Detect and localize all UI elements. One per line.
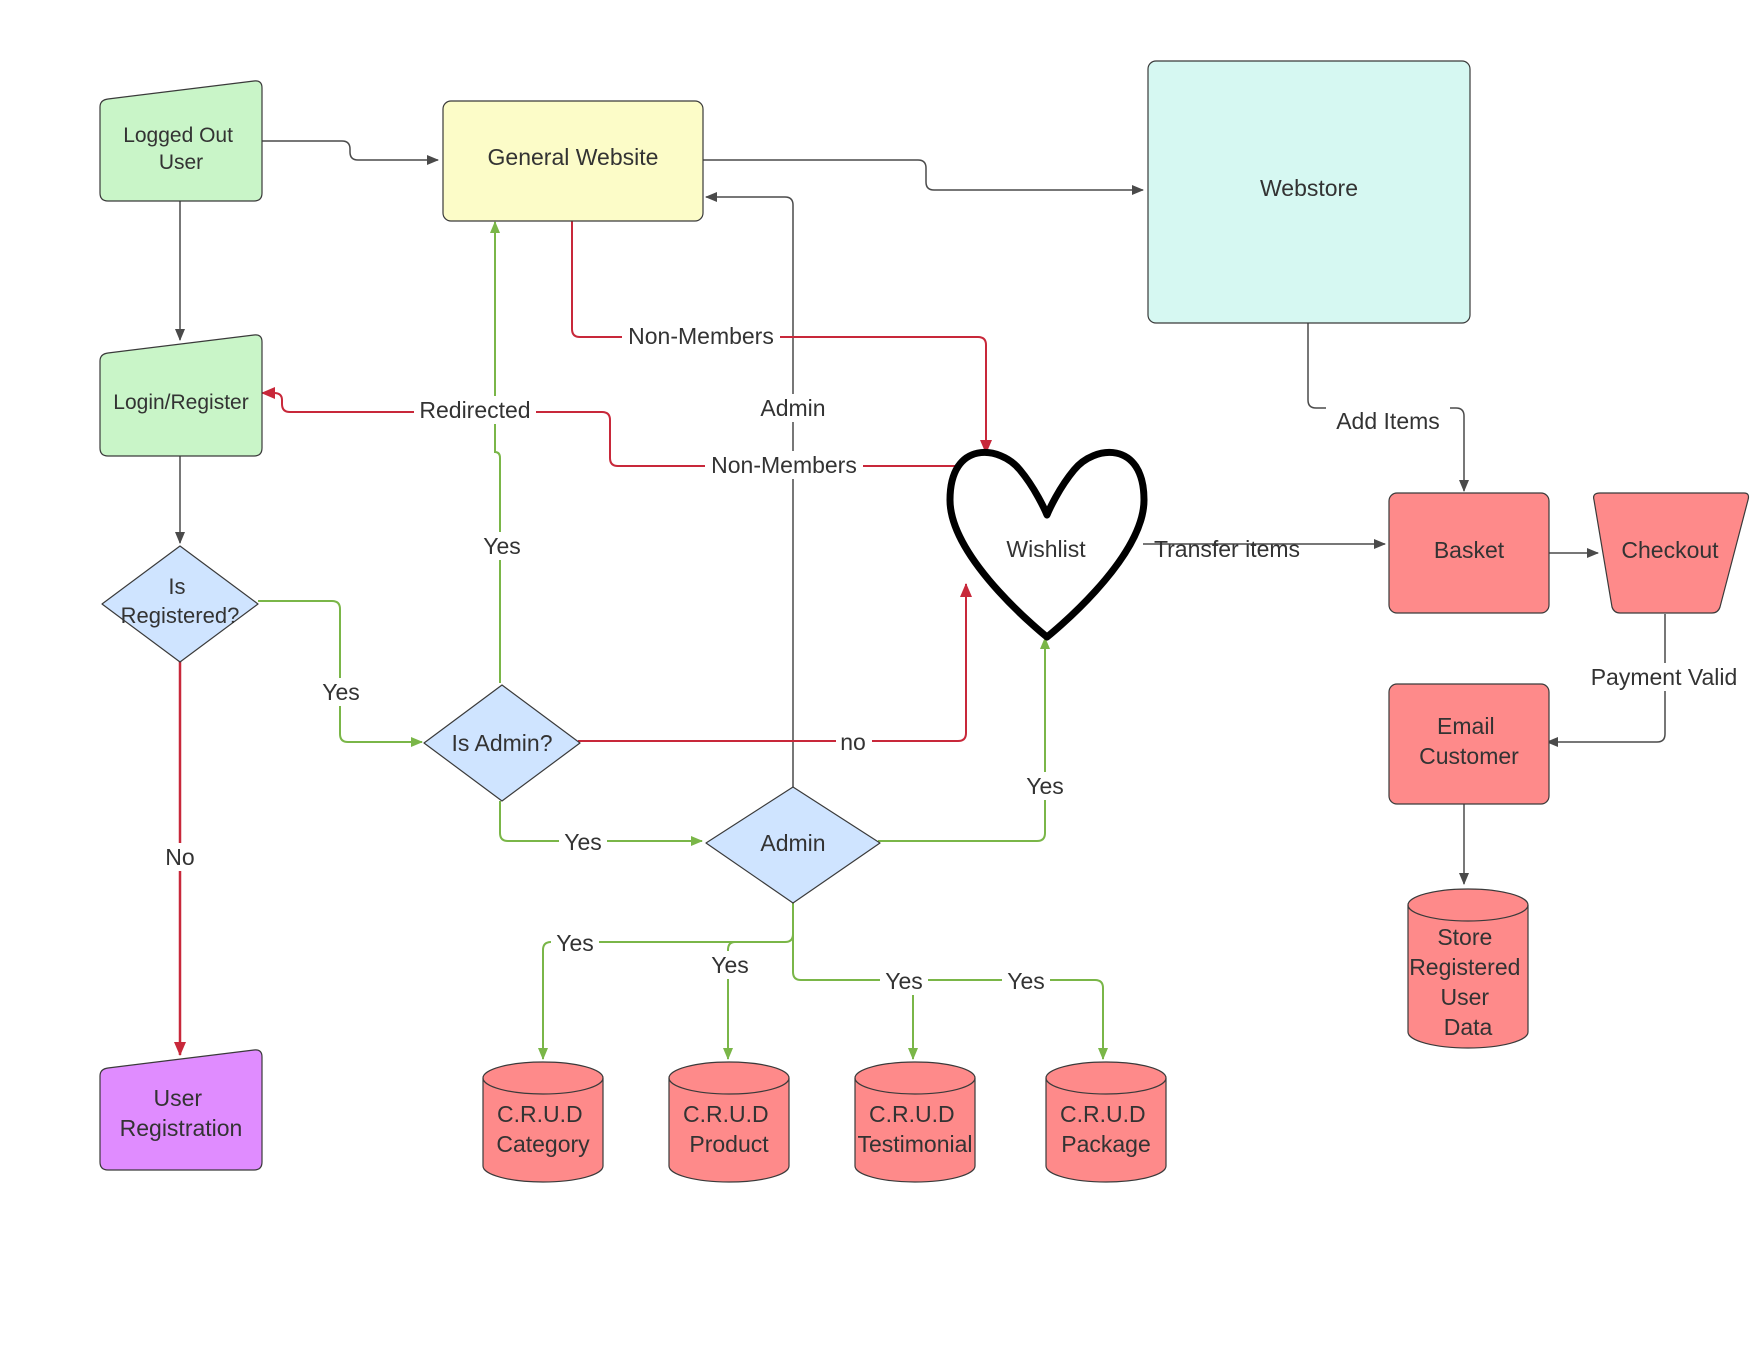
node-labels: Logged Out User General Website Webstore… <box>113 124 1719 1157</box>
edge-label-redirected: Redirected <box>419 397 530 423</box>
edge-label-no-admin: no <box>840 729 866 755</box>
edge-website-to-webstore <box>703 159 1144 195</box>
label-wishlist: Wishlist <box>1006 536 1086 562</box>
node-webstore[interactable] <box>1147 60 1471 324</box>
label-admin: Admin <box>760 830 825 856</box>
edge-label-admin-up: Admin <box>760 395 825 421</box>
edge-label-yes-registered: Yes <box>322 679 360 705</box>
node-crud-category[interactable] <box>482 1061 604 1183</box>
node-basket[interactable] <box>1388 492 1550 614</box>
edge-label-add-items: Add Items <box>1336 408 1440 434</box>
edge-admin-to-wishlist <box>878 637 1050 842</box>
node-general-website[interactable] <box>442 100 704 222</box>
edge-label-transfer-items: Transfer items <box>1154 536 1300 562</box>
edge-label-yes-testimonial: Yes <box>885 968 923 994</box>
edge-admin-to-crud-product <box>723 941 736 1060</box>
label-general-website: General Website <box>488 144 659 170</box>
node-crud-testimonial[interactable] <box>854 1061 976 1183</box>
label-basket: Basket <box>1434 537 1505 563</box>
label-user-registration: User Registration <box>120 1085 243 1141</box>
label-login-register: Login/Register <box>113 391 248 414</box>
node-logged-out-user[interactable] <box>99 80 263 202</box>
label-email-customer: Email Customer <box>1419 713 1519 769</box>
label-is-registered: Is Registered? <box>121 574 240 628</box>
edge-label-yes-product: Yes <box>711 952 749 978</box>
label-store-registered: Store Registered User Data <box>1409 924 1527 1040</box>
edge-label-yes-up: Yes <box>483 533 521 559</box>
edge-label-non-members-top: Non-Members <box>628 323 774 349</box>
label-is-admin: Is Admin? <box>452 730 553 756</box>
edge-label-yes-wishlist: Yes <box>1026 773 1064 799</box>
node-login-register[interactable] <box>99 334 263 457</box>
edge-admin-to-website <box>705 192 794 787</box>
edge-isadmin-to-website <box>490 221 501 683</box>
nodes <box>99 60 1750 1183</box>
edge-label-yes-package: Yes <box>1007 968 1045 994</box>
node-is-admin[interactable] <box>423 684 581 802</box>
label-webstore: Webstore <box>1260 175 1358 201</box>
edge-checkout-to-email <box>1546 614 1666 747</box>
edge-admin-to-crud-package <box>905 979 1108 1060</box>
label-logged-out-user: Logged Out User <box>123 124 239 174</box>
label-crud-product: C.R.U.D Product <box>683 1101 775 1157</box>
edge-labels: Non-Members Redirected Non-Members Admin… <box>160 322 1740 995</box>
edge-isadmin-to-wishlist <box>578 583 972 742</box>
edge-label-payment-valid: Payment Valid <box>1591 664 1738 690</box>
node-admin[interactable] <box>705 786 881 904</box>
node-email-customer[interactable] <box>1388 683 1550 805</box>
node-is-registered[interactable] <box>101 545 259 663</box>
edge-isadmin-to-admin <box>499 801 703 846</box>
label-crud-category: C.R.U.D Category <box>496 1101 590 1157</box>
label-crud-package: C.R.U.D Package <box>1060 1101 1152 1157</box>
label-checkout: Checkout <box>1621 537 1719 563</box>
node-store-registered[interactable] <box>1407 888 1529 1049</box>
edge-label-no-registered: No <box>165 844 194 870</box>
node-crud-product[interactable] <box>668 1061 790 1183</box>
node-wishlist[interactable] <box>946 448 1148 641</box>
label-crud-testimonial: C.R.U.D Testimonial <box>857 1101 972 1157</box>
node-checkout[interactable] <box>1593 492 1750 614</box>
edge-admin-to-crud-category <box>538 903 794 1060</box>
node-user-registration[interactable] <box>99 1049 263 1171</box>
edge-label-yes-admin: Yes <box>564 829 602 855</box>
node-crud-package[interactable] <box>1045 1061 1167 1183</box>
edge-loggedout-to-website <box>258 140 439 165</box>
edge-isregistered-to-isadmin <box>258 600 423 747</box>
edge-label-yes-category: Yes <box>556 930 594 956</box>
edge-label-non-members-mid: Non-Members <box>711 452 857 478</box>
